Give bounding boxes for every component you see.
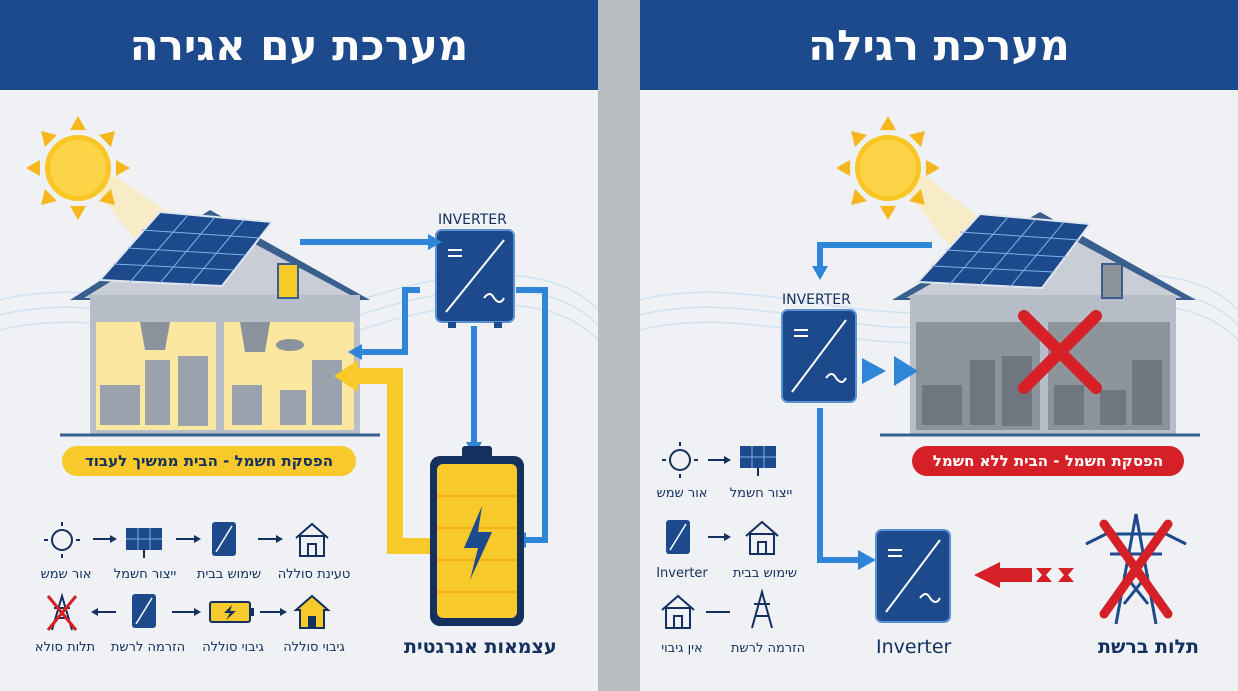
inverter-icon [666,520,690,554]
solar-panel-icon [126,528,162,558]
inverter-icon [212,522,236,556]
inverter-icon [132,594,156,628]
panel-title: מערכת רגילה [640,0,1238,90]
battery-icon [430,446,524,626]
row2-label-1: תלות סולא [34,640,96,655]
row1-label-3: שימוש בבית [196,567,262,582]
bolt-icon [464,506,492,580]
row2-label-1: Inverter [656,566,708,581]
storage-scene [0,116,598,631]
power-tower-icon [751,588,773,629]
panel-title: מערכת עם אגירה [0,0,598,90]
solar-panel-icon [915,212,1092,290]
row2-label-4: גיבוי סוללה [283,640,345,655]
house-icon [661,594,695,629]
panel-divider [598,0,640,691]
house-icon [293,594,331,629]
inverter-icon [781,309,857,403]
solar-panel-icon [740,446,776,476]
row1-label-1: אור שמש [40,567,92,582]
row1-label-1: אור שמש [656,486,708,501]
row3-label-1: אין גיבוי [661,641,703,656]
sun-icon [662,442,698,478]
row1-label-4: טעינת סוללה [277,567,351,582]
panel-regular-system: מערכת רגילה [640,0,1238,691]
power-tower-icon [46,592,78,631]
row2-label-3: גיבוי סוללה [202,640,264,655]
row1-label-2: ייצור חשמל [113,567,177,582]
battery-icon [209,601,254,623]
inverter-label: INVERTER [782,292,851,308]
status-badge: הפסקת חשמל - הבית ללא חשמל [912,446,1184,476]
status-badge: הפסקת חשמל - הבית ממשיך לעבוד [62,446,356,476]
sun-icon [44,522,80,558]
house-icon [295,522,329,557]
power-tower-icon [1085,513,1187,625]
inverter-icon [435,229,515,328]
solar-panel-icon [97,210,274,288]
inverter-icon [875,529,951,623]
row2-label-2: שימוש בבית [732,566,798,581]
inverter-label: INVERTER [438,212,507,228]
row2-label-2: הזרמה לרשת [110,640,186,655]
cross-icon [1018,310,1102,394]
regular-scene [640,116,1238,629]
row3-label-2: הזרמה לרשת [730,641,806,656]
panel-storage-system: מערכת עם אגירה [0,0,598,691]
row1-label-2: ייצור חשמל [729,486,793,501]
battery-label: עצמאות אנרגטית [404,636,557,658]
big-inverter-label: Inverter [876,636,952,658]
house-icon [745,520,779,555]
grid-label: תלות ברשת [1098,636,1200,658]
